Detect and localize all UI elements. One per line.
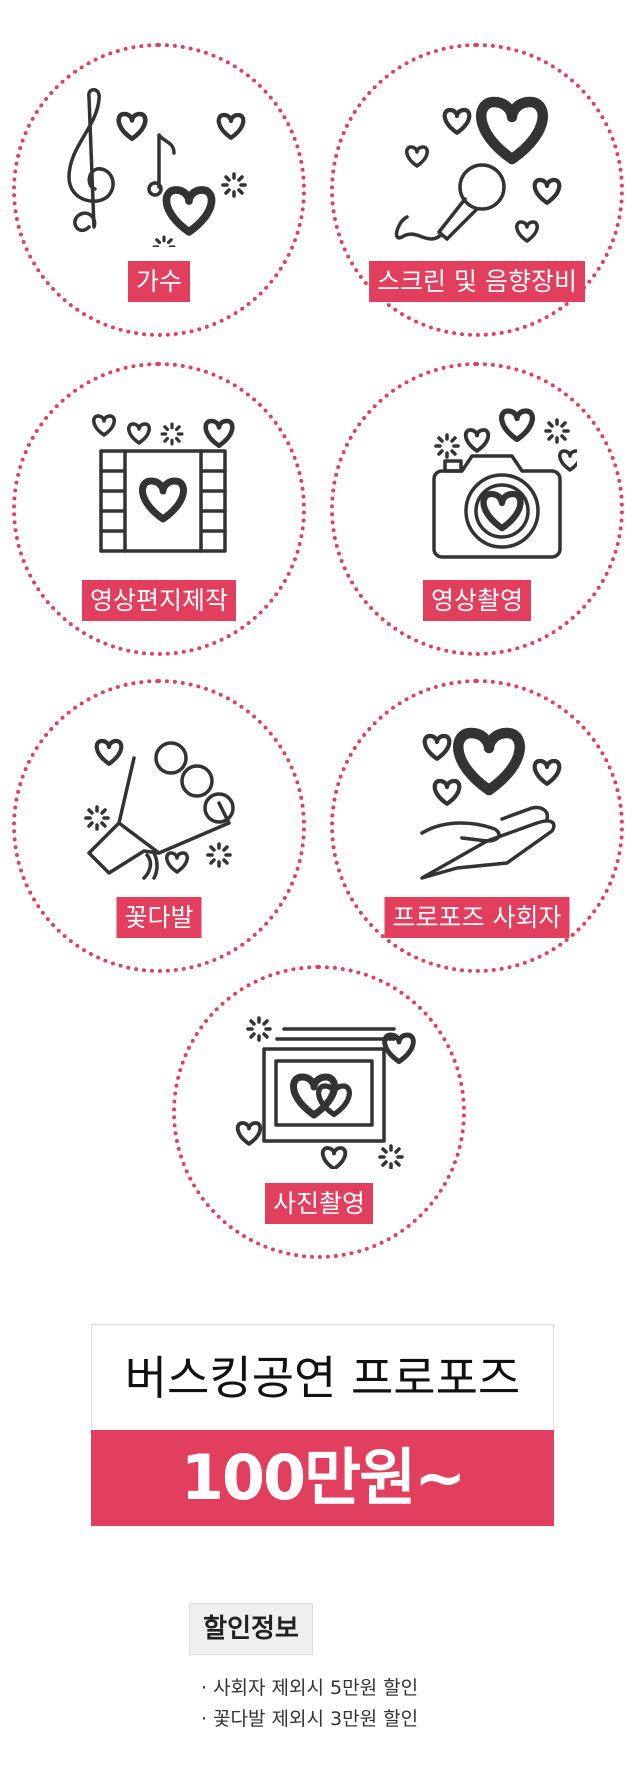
discount-title: 할인정보 [189,1603,313,1655]
music-notes-hearts-icon [67,88,247,247]
film-heart-icon [91,414,259,553]
camera-heart-icon [432,406,577,559]
service-singer: 가수 [12,43,306,337]
service-label: 가수 [127,261,191,302]
service-screen-sound: 스크린 및 음향장비 [330,43,624,337]
flower-bouquet-icon [84,723,235,880]
service-video-letter: 영상편지제작 [12,362,306,656]
hand-heart-icon [420,723,577,880]
service-label: 스크린 및 음향장비 [369,261,585,302]
price-title: 버스킹공연 프로포즈 [124,1351,521,1405]
service-video-shoot: 영상촬영 [330,362,624,656]
service-label: 프로포즈 사회자 [384,897,570,938]
service-bouquet: 꽃다발 [12,679,306,973]
price-value: 100만원~ [91,1430,554,1526]
price-box: 버스킹공연 프로포즈 100만원~ [91,1324,554,1526]
photo-frame-heart-icon [235,1016,419,1169]
microphone-icon [394,87,577,243]
discount-item: · 사회자 제외시 5만원 할인 [201,1677,419,1699]
service-photo: 사진촬영 [172,965,466,1259]
service-mc: 프로포즈 사회자 [330,679,624,973]
service-label: 사진촬영 [264,1183,374,1224]
service-label: 꽃다발 [116,897,202,938]
service-label: 영상촬영 [422,580,532,621]
discount-item: · 꽃다발 제외시 3만원 할인 [201,1708,419,1730]
service-label: 영상편지제작 [81,580,237,621]
